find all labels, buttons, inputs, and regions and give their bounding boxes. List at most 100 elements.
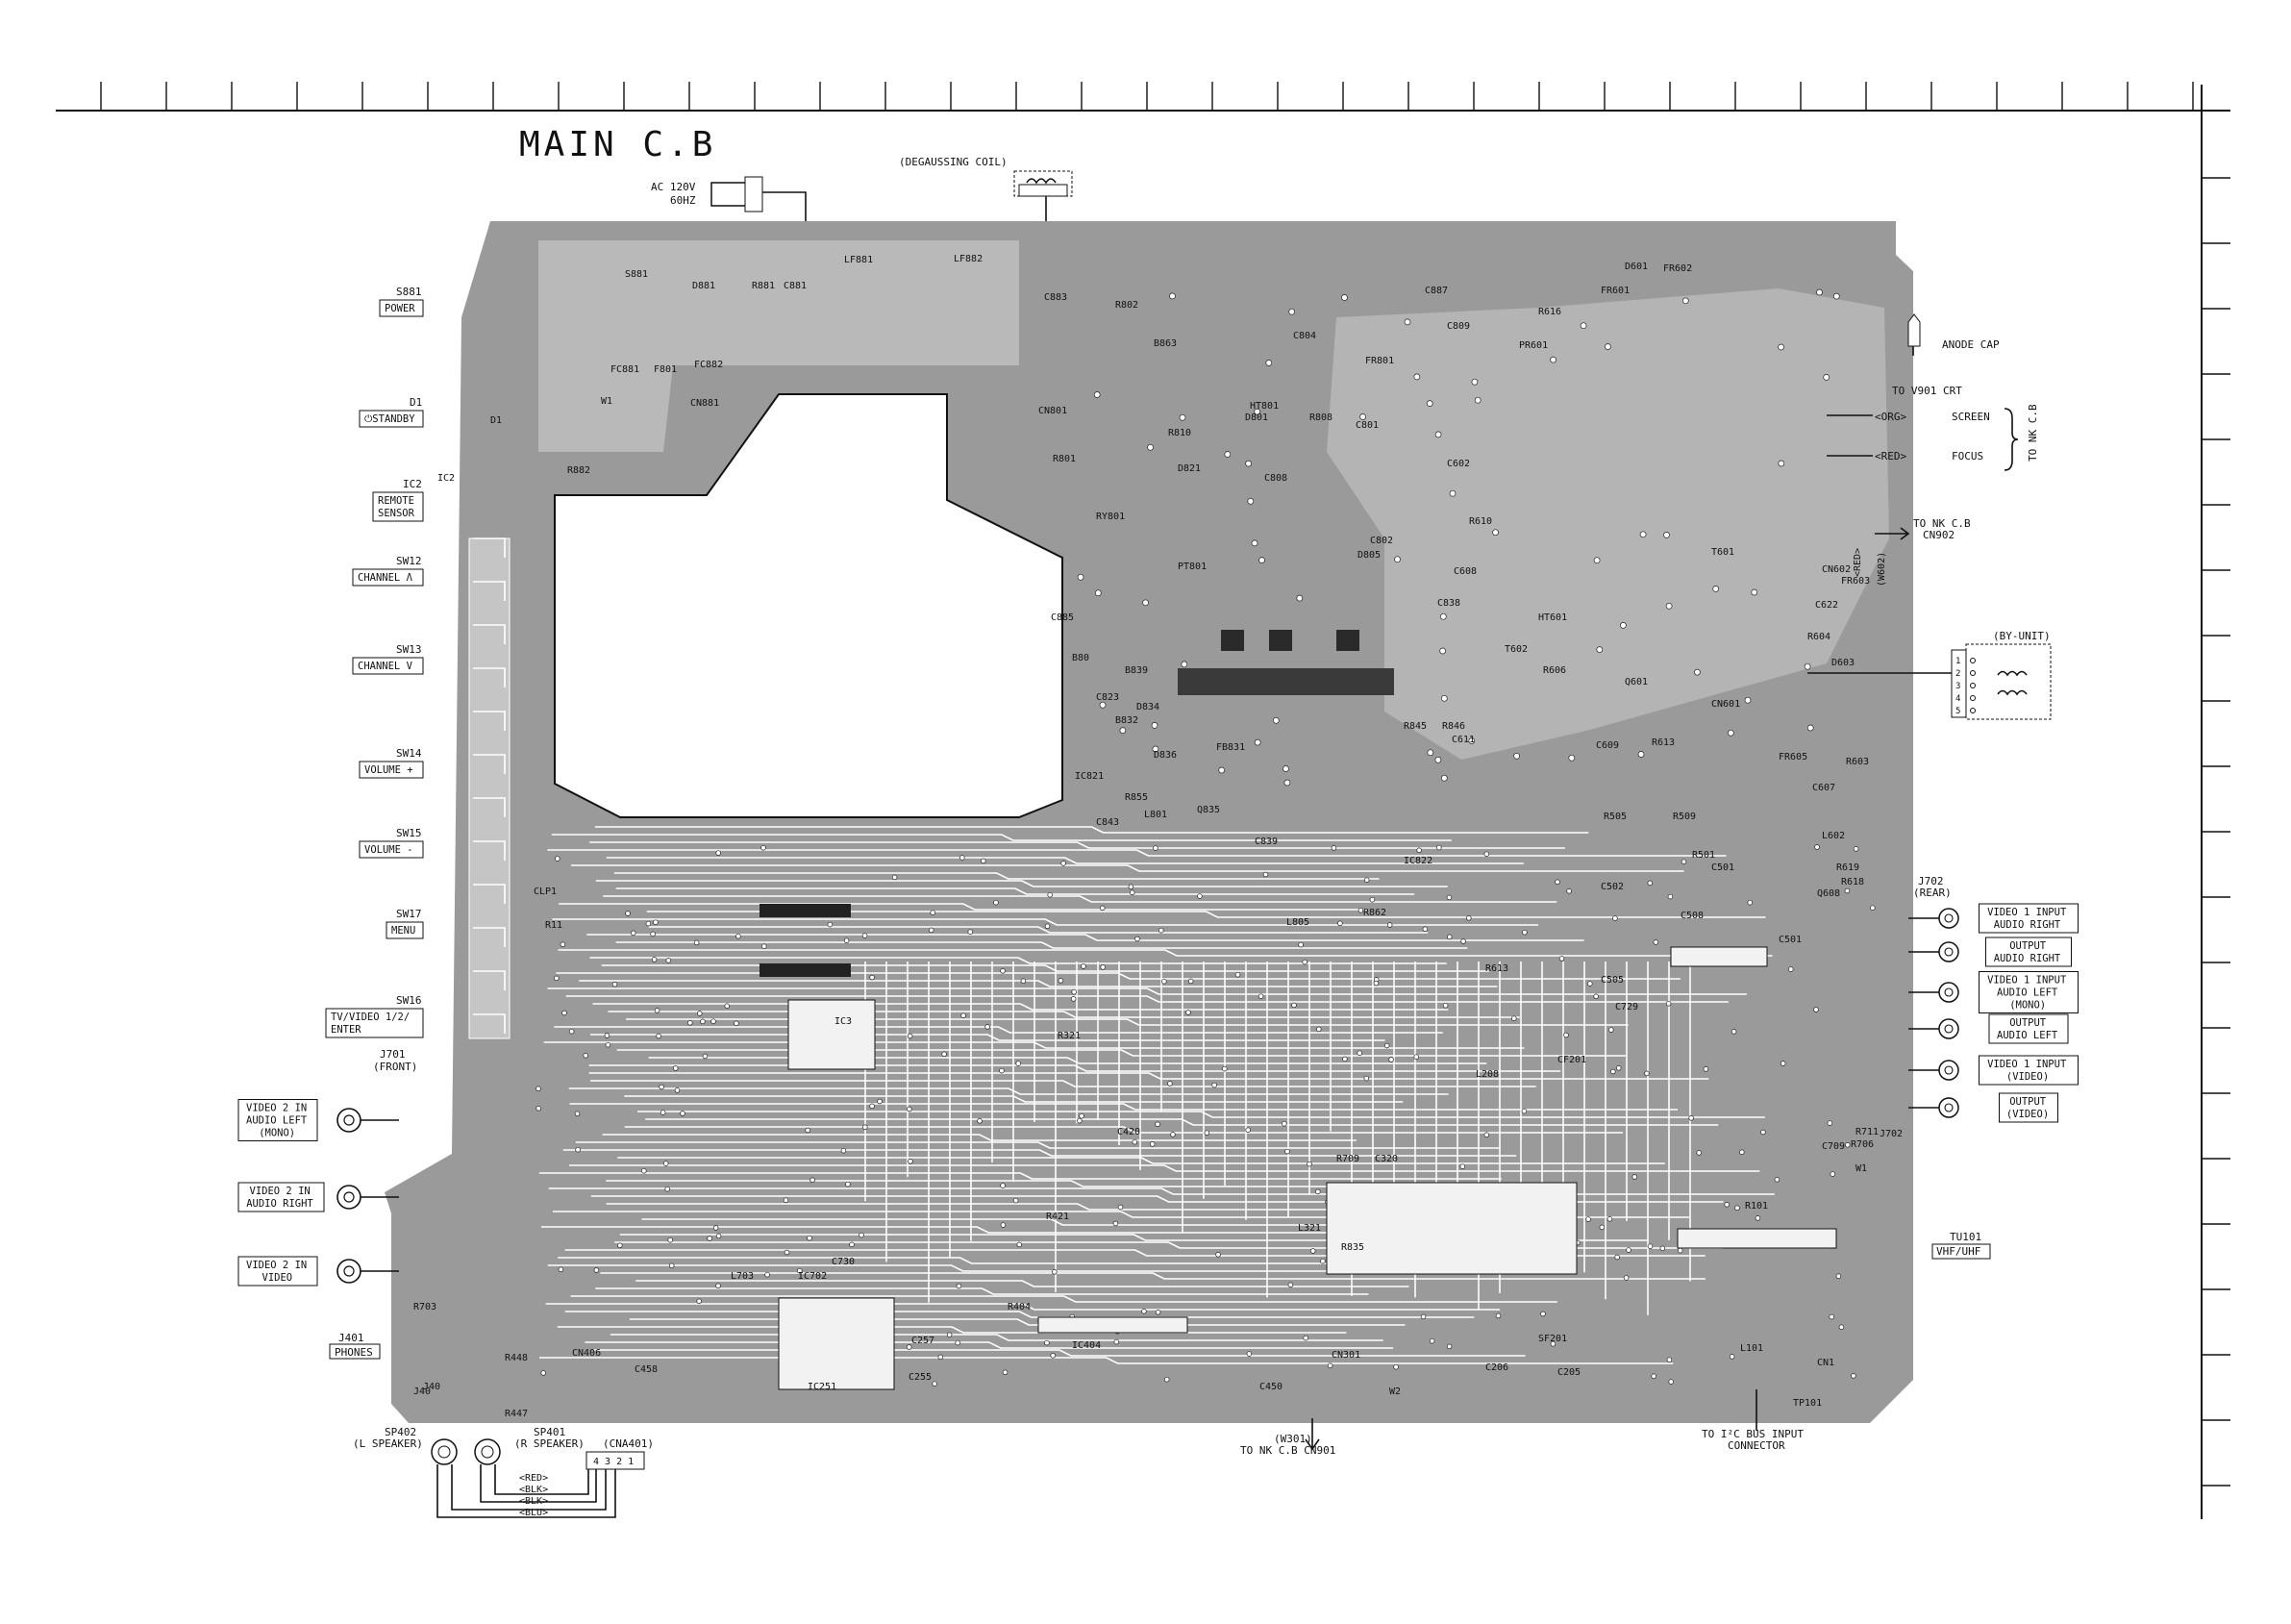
tuner-ref: TU101 — [1950, 1231, 1981, 1243]
component-ref: R835 — [1341, 1242, 1364, 1253]
component-ref: Q835 — [1197, 805, 1220, 815]
component-ref: D821 — [1178, 463, 1201, 474]
sp401-name: (R SPEAKER) — [514, 1437, 585, 1450]
component-ref: D805 — [1357, 550, 1381, 561]
component-ref: R810 — [1168, 428, 1191, 438]
component-ref: B832 — [1115, 715, 1138, 726]
component-ref: C609 — [1596, 740, 1619, 751]
rear-jack-ref-2: J702 — [1880, 1129, 1903, 1139]
component-ref: IC702 — [798, 1271, 827, 1282]
control-label-box — [386, 921, 424, 939]
component-ref: CN1 — [1817, 1358, 1834, 1368]
component-ref: CN602 — [1822, 564, 1851, 575]
i2c-label-1: TO I²C BUS INPUT — [1702, 1428, 1804, 1440]
component-ref: C501 — [1779, 935, 1802, 945]
component-ref: R404 — [1008, 1302, 1031, 1312]
component-ref: C823 — [1096, 692, 1119, 703]
by-unit-pin: 2 — [1955, 669, 1960, 679]
component-ref: Q601 — [1625, 677, 1648, 687]
component-ref: R846 — [1442, 721, 1465, 732]
rear-input-box — [1999, 1092, 2058, 1123]
rear-input-text: OUTPUT — [2009, 1017, 2047, 1029]
component-ref: IC3 — [834, 1016, 852, 1027]
control-ref-s881: S881 — [396, 286, 422, 298]
component-ref: C808 — [1264, 473, 1287, 484]
component-ref: C501 — [1711, 862, 1734, 873]
control-label-box — [352, 568, 424, 587]
component-ref: C730 — [832, 1257, 855, 1267]
component-ref: L602 — [1822, 831, 1845, 841]
phones-ref: J401 — [338, 1332, 364, 1344]
component-ref: T601 — [1711, 547, 1734, 558]
front-jack-ref: J701 — [380, 1048, 406, 1061]
focus-label: FOCUS — [1952, 450, 1983, 462]
rear-input-text: (VIDEO) — [2006, 1071, 2049, 1083]
phones-pcb-ref: J40 — [413, 1387, 431, 1397]
component-ref: IC822 — [1404, 856, 1432, 866]
tp101-label: TP101 — [1793, 1398, 1822, 1409]
component-ref: R802 — [1115, 300, 1138, 311]
component-ref: PR601 — [1519, 340, 1548, 351]
by-unit-label: (BY-UNIT) — [1993, 630, 2051, 642]
component-ref: IC2 — [437, 473, 455, 484]
component-ref: C887 — [1425, 286, 1448, 296]
component-ref: R11 — [545, 920, 562, 931]
frame-ruler — [56, 82, 2230, 1519]
control-ref-sw16: SW16 — [396, 994, 422, 1007]
component-ref: B80 — [1072, 653, 1089, 663]
rear-input-text: AUDIO LEFT — [1997, 987, 2058, 999]
component-ref: CN801 — [1038, 406, 1067, 416]
degaussing-coil-connector: (DEGAUSSING COIL) — [899, 156, 1073, 365]
component-ref: C257 — [911, 1336, 934, 1346]
rear-input-box — [1985, 937, 2072, 967]
control-name-s881: POWER — [385, 303, 415, 314]
component-ref: L801 — [1144, 810, 1167, 820]
by-unit-pin: 5 — [1955, 707, 1960, 716]
component-ref: SF201 — [1538, 1334, 1567, 1344]
component-ref: R619 — [1836, 862, 1859, 873]
control-name-sw15: VOLUME - — [364, 844, 413, 856]
component-ref: C881 — [784, 281, 807, 291]
bottom-labels: (W301) TO NK C.B CN901 TO I²C BUS INPUT … — [1240, 1389, 1822, 1457]
sp402-ref: SP402 — [385, 1426, 416, 1438]
component-ref: R321 — [1058, 1031, 1081, 1041]
board-cutout — [554, 393, 1063, 818]
to-nk-cn901-label: TO NK C.B CN901 — [1240, 1444, 1335, 1457]
component-ref: L208 — [1476, 1069, 1499, 1080]
component-ref: C729 — [1615, 1002, 1638, 1012]
component-ref: R606 — [1543, 665, 1566, 676]
component-ref: C320 — [1375, 1154, 1398, 1164]
front-input-text: (MONO) — [259, 1128, 295, 1139]
ac-plug: AC 120V 60HZ — [651, 176, 807, 227]
rear-input-box — [1979, 971, 2079, 1013]
by-unit-pin: 4 — [1955, 694, 1960, 704]
tuner-label: TU101 VHF/UHF — [1931, 1231, 1991, 1260]
component-ref: CF201 — [1557, 1055, 1586, 1065]
component-ref: PT801 — [1178, 562, 1207, 572]
speaker-connector: SP402 (L SPEAKER) SP401 (R SPEAKER) (CNA… — [353, 1426, 654, 1518]
control-ref-sw13: SW13 — [396, 643, 422, 656]
component-ref: C458 — [635, 1364, 658, 1375]
component-ref: W2 — [1389, 1387, 1401, 1397]
front-input-box — [237, 1182, 325, 1212]
component-ref: C611 — [1452, 735, 1475, 745]
rear-jack-sub: (REAR) — [1913, 887, 1952, 899]
control-ref-ic2: IC2 — [403, 478, 422, 490]
component-ref: C802 — [1370, 536, 1393, 546]
rear-input-box — [1979, 1055, 2079, 1086]
component-ref: R709 — [1336, 1154, 1359, 1164]
rear-jack-ref: J702 — [1918, 875, 1944, 887]
rear-input-text: AUDIO RIGHT — [1994, 953, 2061, 964]
component-ref: R613 — [1485, 963, 1508, 974]
component-ref: R613 — [1652, 737, 1675, 748]
component-ref: C838 — [1437, 598, 1460, 609]
component-ref: R801 — [1053, 454, 1076, 464]
component-ref: C883 — [1044, 292, 1067, 303]
front-input-text: AUDIO RIGHT — [246, 1198, 313, 1210]
control-label-box — [379, 299, 424, 317]
component-ref: LF882 — [954, 254, 983, 264]
component-ref: R610 — [1469, 516, 1492, 527]
component-ref: L321 — [1298, 1223, 1321, 1234]
